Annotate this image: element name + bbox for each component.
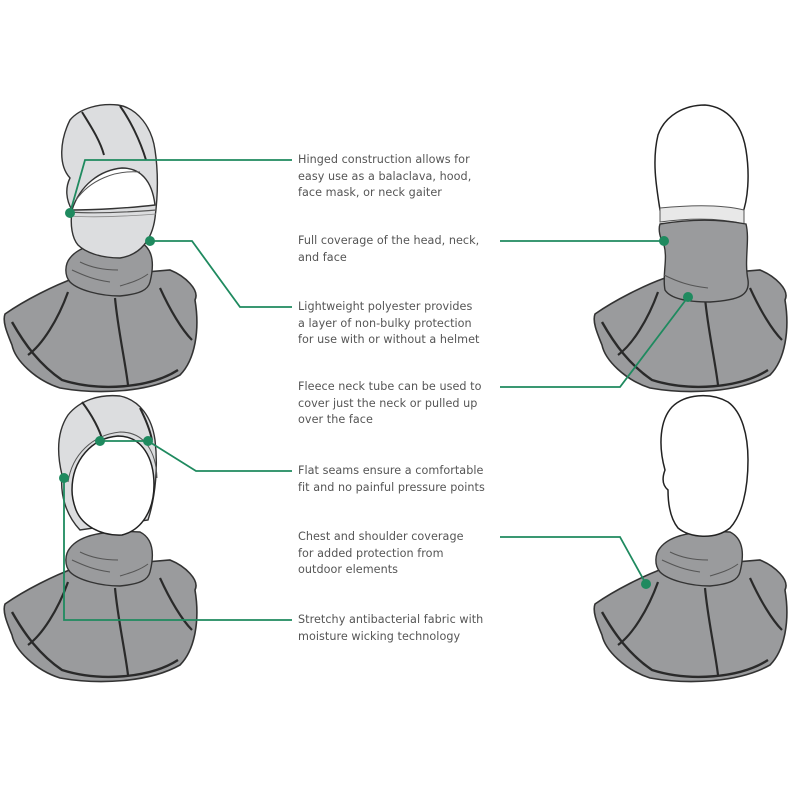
callout-chest: Chest and shoulder coverage for added pr… [298,530,464,576]
head-outline [660,394,749,537]
dot-coverage [145,236,155,246]
dot-flat-seams-1 [95,436,105,446]
callout-coverage: Full coverage of the head, neck, and fac… [298,234,480,264]
figure-neck-gaiter [592,394,789,683]
callout-lightweight: Lightweight polyester provides a layer o… [298,300,480,346]
callout-flat-seams: Flat seams ensure a comfortable fit and … [298,464,485,494]
dot-full-coverage-right [659,236,669,246]
connector-flat-seams [100,440,292,472]
callout-hinged: Hinged construction allows for easy use … [298,153,472,199]
connector-dots [59,208,693,589]
neck-tube-raised [658,219,749,303]
dot-chest [641,579,651,589]
dot-stretchy [59,473,69,483]
connector-coverage [150,240,292,308]
head-outline [654,104,749,216]
callout-fleece: Fleece neck tube can be used to cover ju… [298,380,482,426]
figure-neck-tube-up [592,104,789,393]
callout-stretchy: Stretchy antibacterial fabric with moist… [298,613,484,643]
connector-fleece [500,296,689,388]
dot-flat-seams-2 [143,436,153,446]
connector-hinged [69,159,292,214]
dot-hinged [65,208,75,218]
connectors [63,159,689,621]
dot-fleece [683,292,693,302]
connector-stretchy [63,478,292,621]
neck-tube [655,530,744,587]
figure-balaclava [2,103,199,393]
connector-chest [500,536,647,585]
neck-tube [65,530,154,587]
figure-hood [2,394,199,683]
